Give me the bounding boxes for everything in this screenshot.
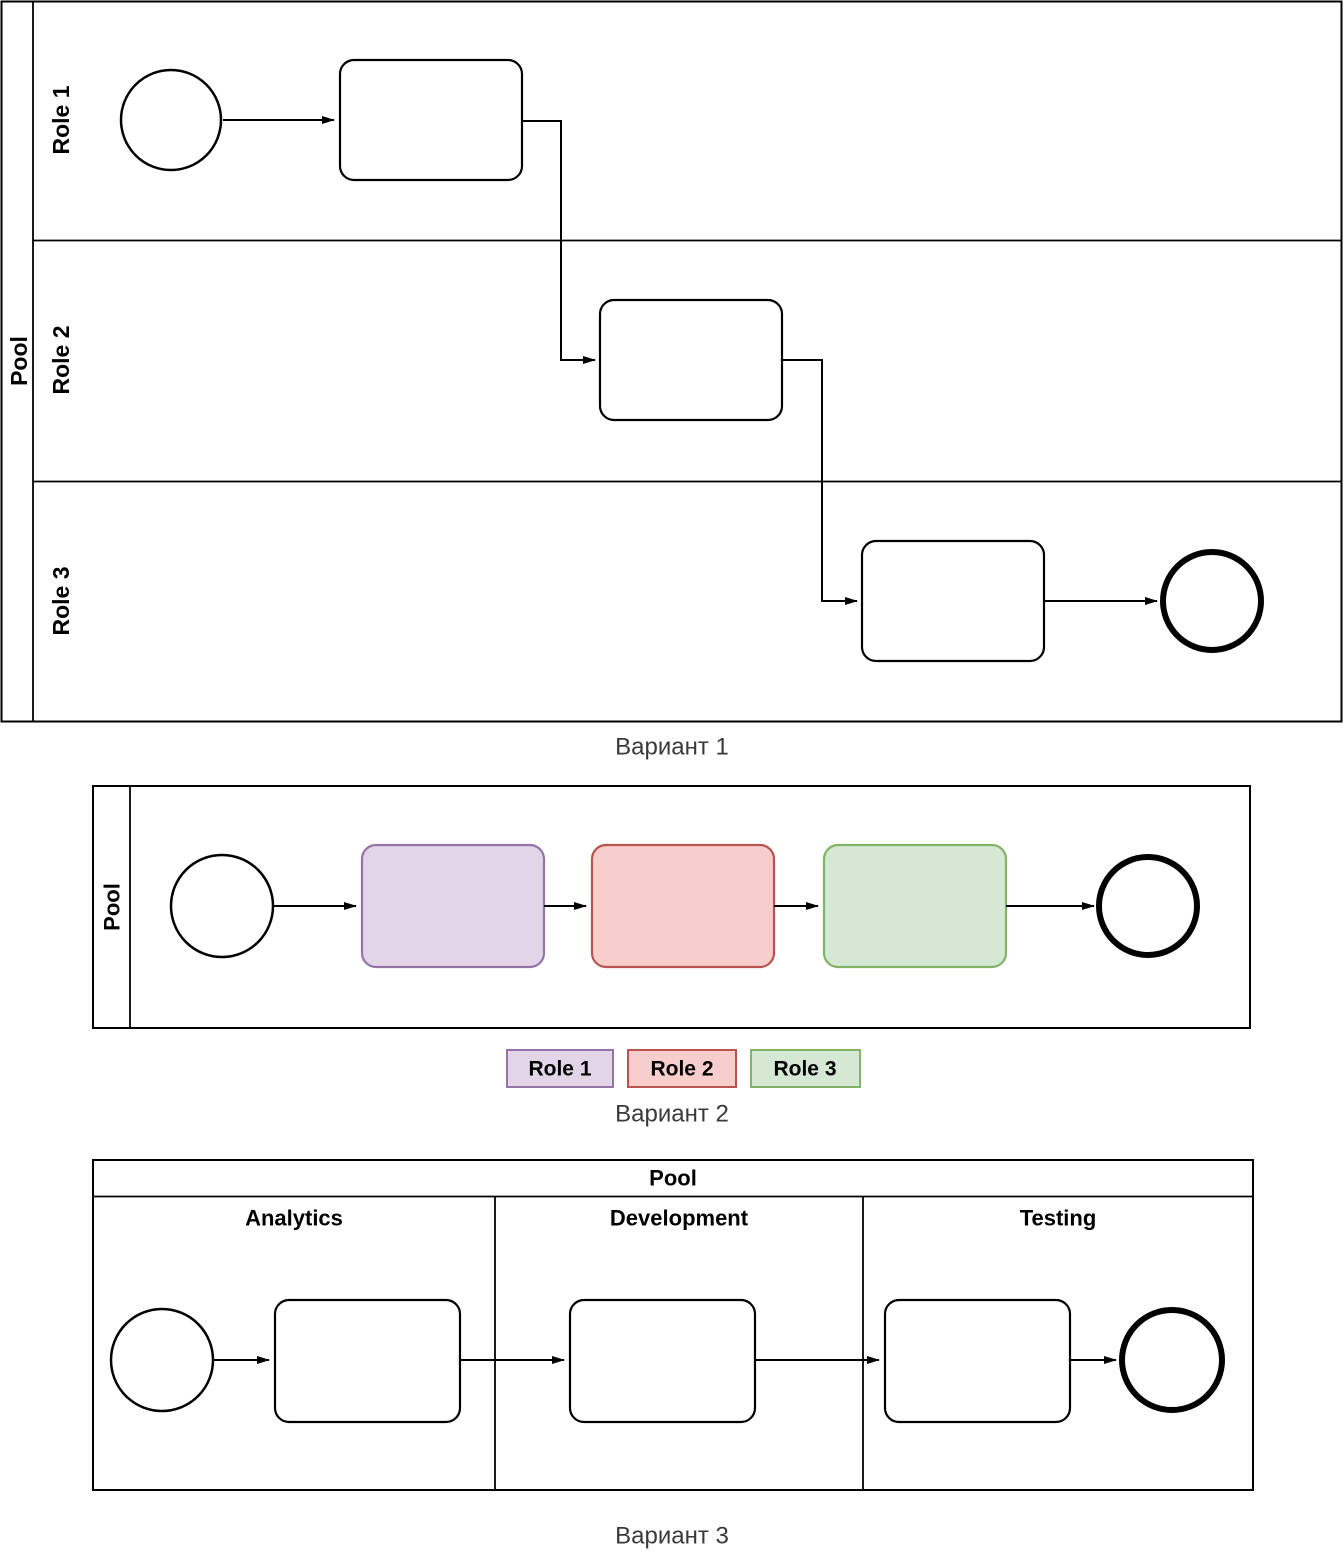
- v2-pool-border: [92, 785, 1251, 1029]
- v2-legend-swatch-role2: [627, 1049, 737, 1088]
- v2-legend-label-role1: Role 1: [528, 1058, 591, 1081]
- v3-end-event: [1119, 1307, 1225, 1413]
- v3-task-development: [568, 1298, 757, 1424]
- v1-sequence-flow-3: [782, 359, 858, 605]
- v3-task-testing: [883, 1298, 1072, 1424]
- v2-legend-swatch-role3: [750, 1049, 861, 1088]
- v3-pool-border: [92, 1159, 1254, 1491]
- v3-caption: Вариант 3: [615, 1523, 729, 1550]
- v1-lane-label-role1: Role 1: [48, 85, 74, 154]
- v2-start-event: [169, 853, 275, 959]
- variant2-diagram: Pool: [92, 785, 1251, 1029]
- v2-legend-swatch-role1: [506, 1049, 614, 1088]
- v3-column-label-testing: Testing: [1020, 1206, 1097, 1231]
- v1-pool-border: [0, 0, 1343, 723]
- v1-task-role3: [860, 539, 1046, 663]
- v2-task-role2: [590, 843, 776, 969]
- v3-column-label-analytics: Analytics: [245, 1206, 343, 1231]
- v2-pool-label: Pool: [100, 883, 125, 931]
- v2-legend-label-role2: Role 2: [650, 1058, 713, 1081]
- v2-end-event: [1096, 854, 1200, 958]
- v1-end-event: [1160, 549, 1264, 653]
- variant3-diagram: Pool Analytics Development Testing: [92, 1159, 1254, 1491]
- v2-task-role1: [360, 843, 546, 969]
- v2-caption: Вариант 2: [615, 1101, 729, 1128]
- v2-task-role3: [822, 843, 1008, 969]
- v1-task-role2: [598, 298, 784, 422]
- v1-caption: Вариант 1: [615, 734, 729, 761]
- v1-pool-label: Pool: [6, 336, 32, 386]
- v1-lane-label-role2: Role 2: [48, 325, 74, 394]
- v1-start-event: [119, 68, 223, 172]
- v2-legend-label-role3: Role 3: [773, 1058, 836, 1081]
- v1-task-role1: [338, 58, 524, 182]
- v3-pool-label: Pool: [649, 1166, 697, 1191]
- v3-task-analytics: [273, 1298, 462, 1424]
- v3-start-event: [109, 1307, 215, 1413]
- v2-legend: Role 1 Role 2 Role 3: [506, 1049, 861, 1088]
- v3-column-label-development: Development: [610, 1206, 749, 1231]
- variant1-diagram: Pool Role 1 Role 2 Role 3: [0, 0, 1343, 723]
- v1-sequence-flow-2: [522, 120, 596, 364]
- v1-lane-label-role3: Role 3: [48, 566, 74, 635]
